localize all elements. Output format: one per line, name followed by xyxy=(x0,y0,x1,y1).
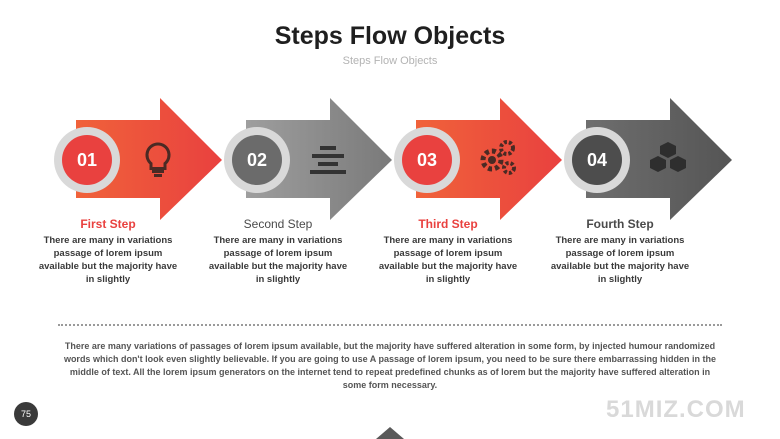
description-paragraph: There are many variations of passages of… xyxy=(63,341,717,390)
step-3: 03 xyxy=(394,98,576,220)
page-number-badge: 75 xyxy=(14,402,38,426)
step-2-title: Second Step xyxy=(243,217,313,231)
step-4-text: There are many in variations passage of … xyxy=(550,235,690,285)
step-4-number: 04 xyxy=(572,135,622,185)
align-center-icon xyxy=(310,146,346,174)
step-1-number: 01 xyxy=(62,135,112,185)
step-4-title: Fourth Step xyxy=(586,217,654,231)
step-4: 04 xyxy=(564,98,746,220)
gears-icon xyxy=(480,140,516,175)
step-2-text: There are many in variations passage of … xyxy=(208,235,348,285)
watermark-text: 51MIZ.COM xyxy=(606,396,746,423)
page-subtitle: Steps Flow Objects xyxy=(342,55,438,67)
step-3-number: 03 xyxy=(402,135,452,185)
step-1-title: First Step xyxy=(80,217,136,231)
step-3-text: There are many in variations passage of … xyxy=(378,235,518,285)
step-2-number: 02 xyxy=(232,135,282,185)
step-2-arrow xyxy=(246,98,392,220)
step-3-title: Third Step xyxy=(418,217,478,231)
cubes-icon xyxy=(650,142,686,172)
step-1: 01 xyxy=(54,98,236,220)
dotted-divider xyxy=(58,324,722,326)
page-title: Steps Flow Objects xyxy=(274,22,506,50)
lightbulb-icon xyxy=(145,142,171,177)
step-1-text: There are many in variations passage of … xyxy=(38,235,178,285)
step-2: 02 xyxy=(224,98,406,220)
bottom-triangle xyxy=(376,427,404,439)
